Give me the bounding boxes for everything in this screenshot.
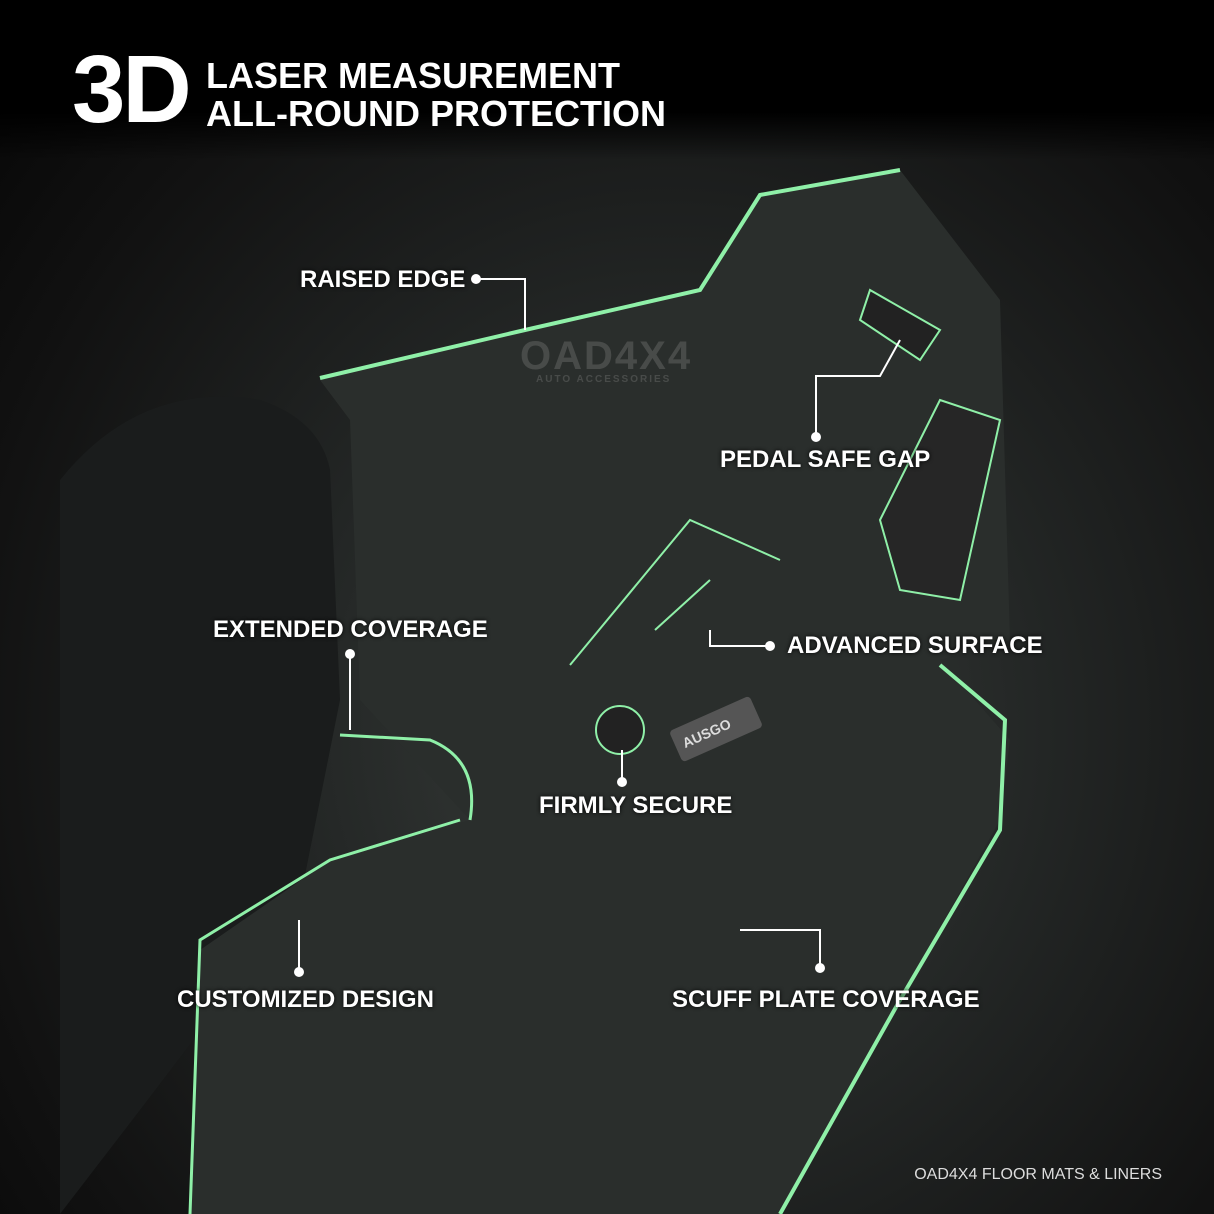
seat-shape	[60, 396, 340, 1214]
watermark-tagline: AUTO ACCESSORIES	[536, 374, 672, 385]
headline-line-1: LASER MEASUREMENT	[206, 55, 621, 96]
scuff-outline	[778, 663, 1008, 1214]
header	[0, 0, 1214, 160]
callout-dots	[294, 274, 825, 977]
brake-pedal	[858, 288, 942, 362]
retention-clip	[595, 705, 645, 755]
label-raised-edge: RAISED EDGE	[300, 266, 466, 293]
label-pedal-safe-gap: PEDAL SAFE GAP	[720, 446, 931, 473]
headline-3d: 3D	[72, 36, 192, 143]
label-firmly-secure: FIRMLY SECURE	[539, 792, 733, 819]
label-extended-coverage: EXTENDED COVERAGE	[213, 616, 488, 643]
gas-pedal	[878, 398, 1002, 602]
callout-lines	[298, 278, 901, 972]
raised-edge-outline	[319, 168, 901, 380]
watermark-brand: OAD4X4	[520, 334, 693, 378]
label-advanced-surface: ADVANCED SURFACE	[787, 632, 1043, 659]
label-scuff-plate-coverage: SCUFF PLATE COVERAGE	[672, 986, 980, 1013]
mat-shape	[190, 170, 1010, 1214]
label-customized-design: CUSTOMIZED DESIGN	[177, 986, 434, 1013]
footer-caption: OAD4X4 FLOOR MATS & LINERS	[914, 1166, 1162, 1183]
headline-line-2: ALL-ROUND PROTECTION	[206, 93, 666, 134]
